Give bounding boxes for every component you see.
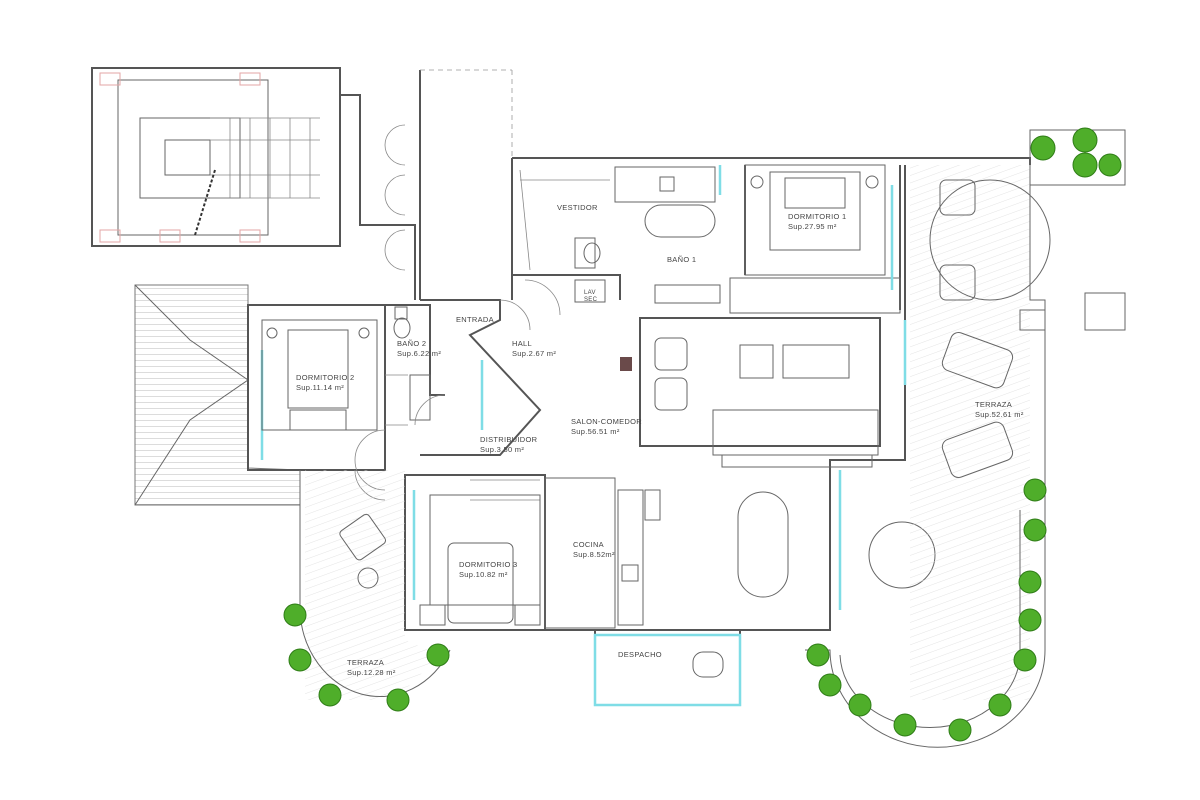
room-label-distribuidor: DISTRIBUIDOR — [480, 435, 538, 444]
room-label-cocina: COCINA — [573, 540, 604, 549]
roof-area — [134, 284, 301, 506]
room-area-terraza-left: Sup.12.28 m² — [347, 668, 396, 677]
room-area-salon-comedor: Sup.56.51 m² — [571, 427, 620, 436]
room-labels: VESTIDOR BAÑO 1 DORMITORIO 1 Sup.27.95 m… — [296, 203, 1024, 677]
room-label-dormitorio-2: DORMITORIO 2 — [296, 373, 354, 382]
room-area-hall: Sup.2.67 m² — [512, 349, 556, 358]
room-area-bano-2: Sup.6.22 m² — [397, 349, 441, 358]
room-area-dormitorio-1: Sup.27.95 m² — [788, 222, 837, 231]
room-label-dormitorio-1: DORMITORIO 1 — [788, 212, 846, 221]
room-label-hall: HALL — [512, 339, 532, 348]
bathroom-fixtures — [354, 166, 721, 501]
room-label-entrada: ENTRADA — [456, 315, 494, 324]
room-area-cocina: Sup.8.52m² — [573, 550, 615, 559]
room-label-despacho: DESPACHO — [618, 650, 662, 659]
living-furniture — [617, 337, 936, 678]
right-terrace — [805, 129, 1126, 748]
stair-tower — [91, 67, 341, 247]
room-label-vestidor: VESTIDOR — [557, 203, 598, 212]
room-label-terraza-left: TERRAZA — [347, 658, 384, 667]
left-terrace — [299, 470, 451, 700]
plants — [283, 127, 1122, 742]
room-area-dormitorio-3: Sup.10.82 m² — [459, 570, 508, 579]
room-area-terraza-right: Sup.52.61 m² — [975, 410, 1024, 419]
appliance-label-sec: SEC — [584, 297, 598, 303]
building-walls — [247, 157, 1031, 707]
room-label-terraza-right: TERRAZA — [975, 400, 1012, 409]
room-label-bano-1: BAÑO 1 — [667, 255, 696, 264]
bed-dormitorio-2 — [261, 319, 378, 431]
room-label-dormitorio-3: DORMITORIO 3 — [459, 560, 517, 569]
bed-dormitorio-1 — [750, 171, 879, 251]
room-area-dormitorio-2: Sup.11.14 m² — [296, 383, 344, 392]
room-area-distribuidor: Sup.3.50 m² — [480, 445, 524, 454]
access-corridor — [339, 69, 513, 300]
appliance-label-lav: LAV — [584, 290, 596, 296]
room-label-bano-2: BAÑO 2 — [397, 339, 426, 348]
bed-dormitorio-3 — [419, 494, 541, 626]
room-label-salon-comedor: SALON-COMEDOR — [571, 417, 642, 426]
